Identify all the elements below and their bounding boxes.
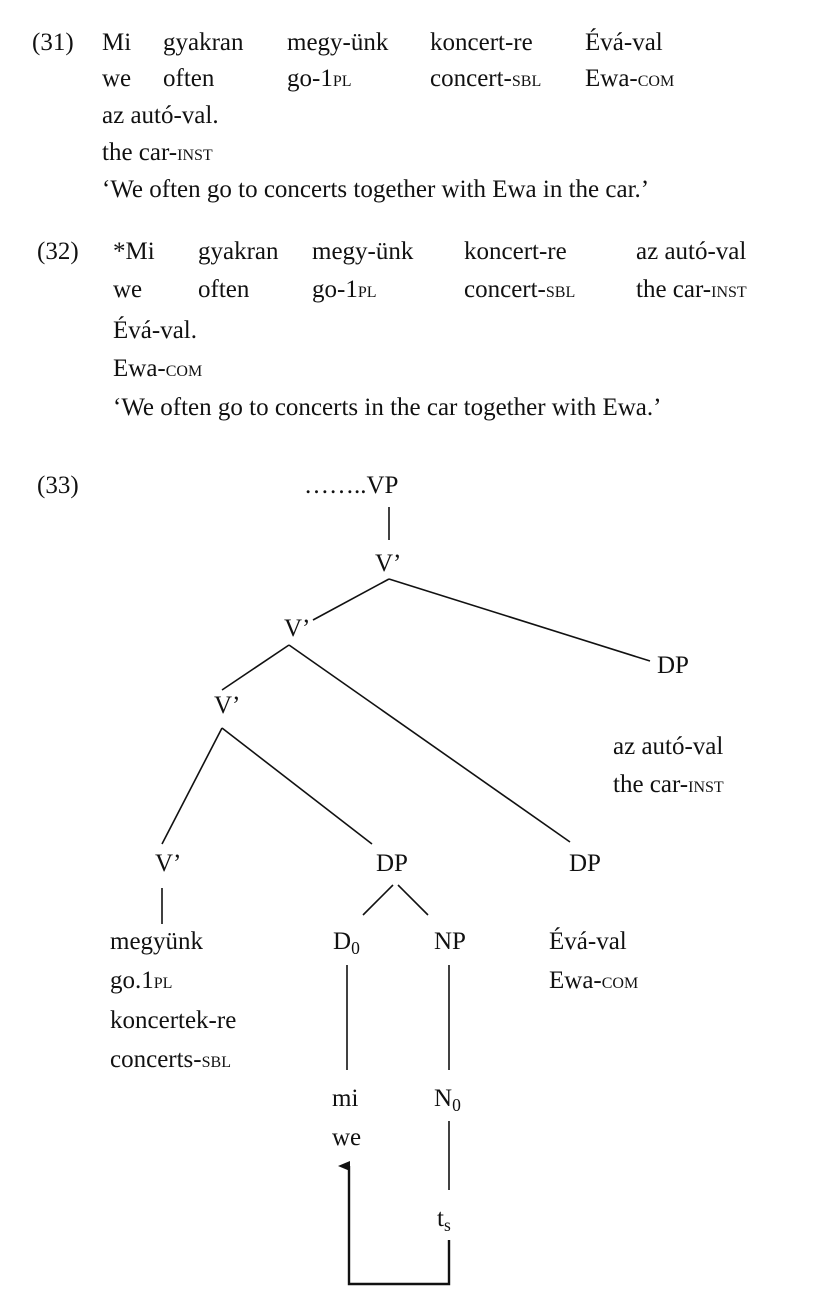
gloss: concert-sbl	[464, 276, 576, 303]
branch-dp-np	[397, 884, 429, 916]
leaf-gloss: the car-inst	[613, 771, 724, 798]
example-number: (33)	[37, 472, 79, 499]
leaf-word: megyünk	[110, 928, 204, 955]
gloss: often	[198, 276, 250, 303]
example-number: (32)	[37, 238, 79, 265]
node-np: NP	[434, 928, 466, 955]
word: Évá-val	[585, 29, 663, 56]
word: *Mi	[113, 238, 155, 265]
node-dp: DP	[376, 850, 408, 877]
trace: ts	[437, 1205, 451, 1235]
leaf-gloss: go.1pl	[110, 967, 173, 994]
leaf-gloss: Ewa-com	[549, 967, 639, 994]
leaf-word: Évá-val	[549, 928, 627, 955]
gloss: Ewa-com	[585, 65, 675, 92]
translation: ‘We often go to concerts in the car toge…	[113, 394, 662, 421]
word: koncert-re	[464, 238, 567, 265]
gloss: go-1pl	[312, 276, 377, 303]
leaf-gloss: we	[332, 1124, 362, 1151]
node-v-bar: V’	[375, 550, 402, 577]
branch-v-v-left-3	[161, 727, 223, 845]
branch-v-v-left-2	[221, 644, 290, 691]
node-v-bar: V’	[284, 615, 311, 642]
branch-v-dp-right	[388, 578, 651, 662]
word: koncert-re	[430, 29, 533, 56]
node-dp: DP	[569, 850, 601, 877]
word: megy-ünk	[287, 29, 389, 56]
word: gyakran	[198, 238, 279, 265]
leaf-word: mi	[332, 1085, 359, 1112]
gloss: often	[163, 65, 215, 92]
node-dp: DP	[657, 652, 689, 679]
node-vp: ……..VP	[304, 472, 399, 499]
word: megy-ünk	[312, 238, 414, 265]
gloss: we	[113, 276, 143, 303]
word: az autó-val	[636, 238, 747, 265]
leaf-word: az autó-val	[613, 733, 724, 760]
gloss: the car-inst	[102, 139, 213, 166]
gloss: we	[102, 65, 132, 92]
translation: ‘We often go to concerts together with E…	[102, 176, 650, 203]
gloss: Ewa-com	[113, 355, 203, 382]
branch-dp-d0	[362, 884, 394, 916]
gloss: the car-inst	[636, 276, 747, 303]
branch-v-dp-low-right	[288, 644, 571, 843]
word: Évá-val.	[113, 317, 197, 344]
word: az autó-val.	[102, 102, 219, 129]
leaf-word: koncertek-re	[110, 1007, 237, 1034]
node-d0: D0	[333, 928, 360, 958]
gloss: concert-sbl	[430, 65, 542, 92]
word: gyakran	[163, 29, 244, 56]
node-v-bar: V’	[155, 850, 182, 877]
gloss: go-1pl	[287, 65, 352, 92]
node-v-bar: V’	[214, 692, 241, 719]
node-n0: N0	[434, 1085, 461, 1115]
branch-v-dp-mid	[221, 727, 373, 845]
movement-path	[338, 1161, 451, 1286]
leaf-gloss: concerts-sbl	[110, 1046, 231, 1073]
word: Mi	[102, 29, 132, 56]
branch-v-v-left	[312, 578, 390, 621]
example-number: (31)	[32, 29, 74, 56]
